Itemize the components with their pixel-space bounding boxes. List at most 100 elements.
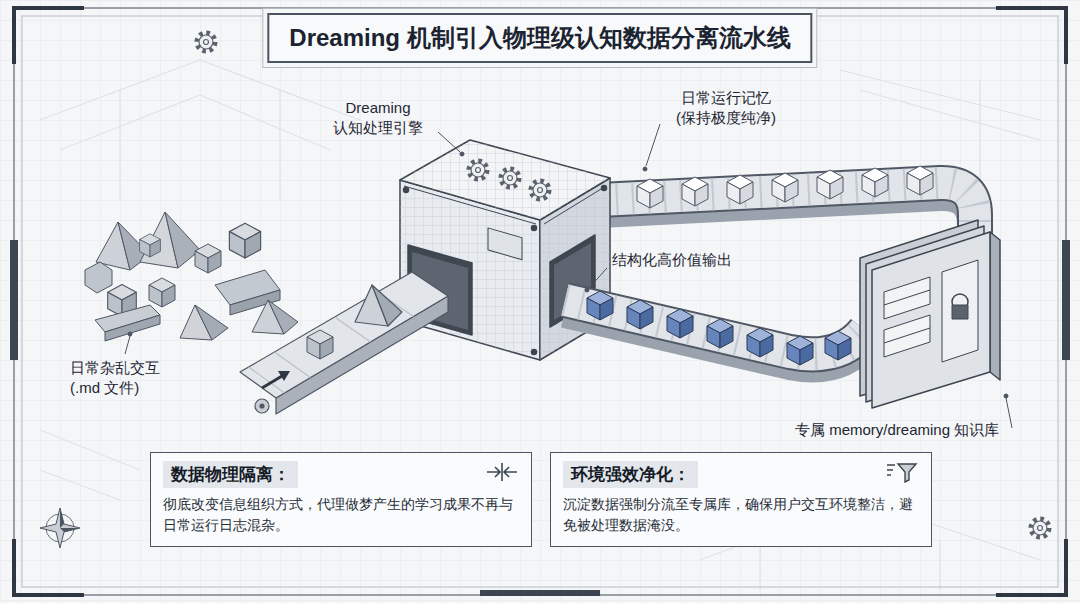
output-belt-part: [587, 291, 613, 320]
leader-line-part: [585, 288, 589, 292]
leader-line-part: [589, 268, 607, 288]
output-belt-part: [747, 328, 773, 357]
output-belt-part: [787, 336, 813, 365]
background-part-part: [40, 60, 360, 200]
leader-line: [125, 124, 1012, 428]
leader-line-part: [643, 167, 647, 171]
dreaming-engine-cube-part: [469, 161, 487, 179]
compass-rose: [40, 508, 80, 548]
input-belt: [240, 272, 448, 414]
frame-part: [480, 590, 600, 596]
leader-line-part: [646, 124, 660, 166]
diagram-title: Dreaming 机制引入物理级认知数据分离流水线: [267, 13, 812, 63]
frame-part: [10, 240, 18, 360]
memory-belt-part: [772, 173, 798, 202]
panel-icon-part: [501, 463, 503, 481]
panel-icon: [485, 461, 519, 487]
memory-belt-part: [637, 179, 663, 208]
frame: [10, 8, 1070, 596]
panel-heading: 数据物理隔离：: [163, 461, 298, 488]
frame-part-part: [14, 539, 84, 595]
background-part-part: [40, 430, 140, 500]
messy-input-pile: [85, 212, 298, 341]
callout-label: Dreaming 认知处理引擎: [322, 98, 434, 137]
leader-line-part: [1004, 394, 1008, 398]
frame-part: [1062, 240, 1070, 360]
callout-label: 日常运行记忆 (保持极度纯净): [660, 88, 792, 127]
panel-icon-part: [485, 461, 519, 483]
dreaming-engine-cube-part: [488, 228, 522, 260]
messy-input-pile-part: [105, 315, 160, 341]
messy-input-pile-part: [149, 278, 175, 307]
input-belt-part: [260, 404, 264, 408]
messy-input-pile-part: [195, 305, 228, 340]
frame-part: [14, 8, 1066, 595]
frame-part-part: [14, 8, 84, 64]
dreaming-engine-cube-part: [404, 186, 536, 224]
knowledge-base-vault: [860, 220, 1000, 408]
background-part: [40, 60, 1040, 590]
output-belt-part: [627, 300, 653, 329]
input-belt-part: [372, 285, 402, 326]
frame-part-part: [996, 539, 1066, 595]
messy-input-pile-part: [140, 234, 161, 257]
output-belt: [565, 291, 865, 365]
dreaming-engine-cube-part: [532, 226, 537, 231]
dreaming-engine-cube-part: [531, 181, 549, 199]
panel-body: 彻底改变信息组织方式，代理做梦产生的学习成果不再与日常运行日志混杂。: [163, 494, 519, 536]
leader-line-part: [1006, 398, 1012, 428]
frame-part: [14, 8, 1066, 595]
knowledge-base-vault-part: [872, 232, 990, 408]
compass-rose-part: [40, 508, 80, 548]
memory-belt-part: [682, 177, 708, 206]
dreaming-engine-cube-part: [602, 186, 607, 191]
memory-belt-part: [862, 168, 888, 197]
dreaming-engine-cube-part: [400, 140, 610, 220]
panel-heading: 环境强效净化：: [563, 461, 698, 488]
input-belt-part: [240, 272, 448, 398]
dreaming-engine-cube-part: [501, 169, 519, 187]
input-belt-part: [307, 330, 333, 359]
knowledge-base-vault-part: [942, 260, 978, 362]
panel-icon: [885, 461, 919, 487]
output-belt-part: [825, 331, 851, 360]
memory-belt-part: [817, 170, 843, 199]
frame-part: [22, 16, 1058, 587]
leader-line-part: [460, 152, 464, 156]
text-panel: 环境强效净化： 沉淀数据强制分流至专属库，确保用户交互环境整洁，避免被处理数据淹没…: [550, 452, 932, 547]
callout-label: 专属 memory/dreaming 知识库: [795, 420, 999, 440]
dreaming-engine-cube-part: [532, 350, 537, 355]
messy-input-pile-part: [268, 300, 298, 334]
messy-input-pile-part: [195, 244, 221, 273]
dreaming-engine-cube-part: [544, 186, 606, 224]
gear-ornament-part: [197, 33, 215, 51]
knowledge-base-vault-part: [952, 305, 968, 319]
memory-belt-part: [907, 166, 933, 195]
panel-body: 沉淀数据强制分流至专属库，确保用户交互环境整洁，避免被处理数据淹没。: [563, 494, 919, 536]
gear-ornament-part: [1031, 519, 1049, 537]
knowledge-base-vault-part: [990, 232, 1000, 380]
knowledge-base-vault-part: [884, 290, 930, 343]
panel-icon-part: [898, 464, 916, 482]
compass-rose-part: [60, 528, 80, 532]
leader-line-part: [125, 336, 130, 354]
output-belt-part: [707, 319, 733, 348]
callout-label: 日常杂乱交互 (.md 文件): [70, 358, 188, 397]
memory-belt-part: [727, 175, 753, 204]
leader-line-part: [438, 132, 460, 152]
compass-rose-part: [60, 508, 64, 528]
input-belt-part: [255, 399, 269, 413]
output-belt-part: [667, 309, 693, 338]
dreaming-engine-cube-part: [404, 188, 409, 193]
input-belt-part: [262, 376, 282, 388]
panel-icon-part: [885, 461, 919, 483]
panel-icon-part: [887, 465, 895, 475]
text-panel: 数据物理隔离： 彻底改变信息组织方式，代理做梦产生的学习成果不再与日常运行日志混杂…: [150, 452, 532, 547]
leader-line-part: [128, 332, 132, 336]
input-belt-part: [278, 371, 290, 381]
callout-label: 结构化高价值输出: [612, 250, 732, 270]
